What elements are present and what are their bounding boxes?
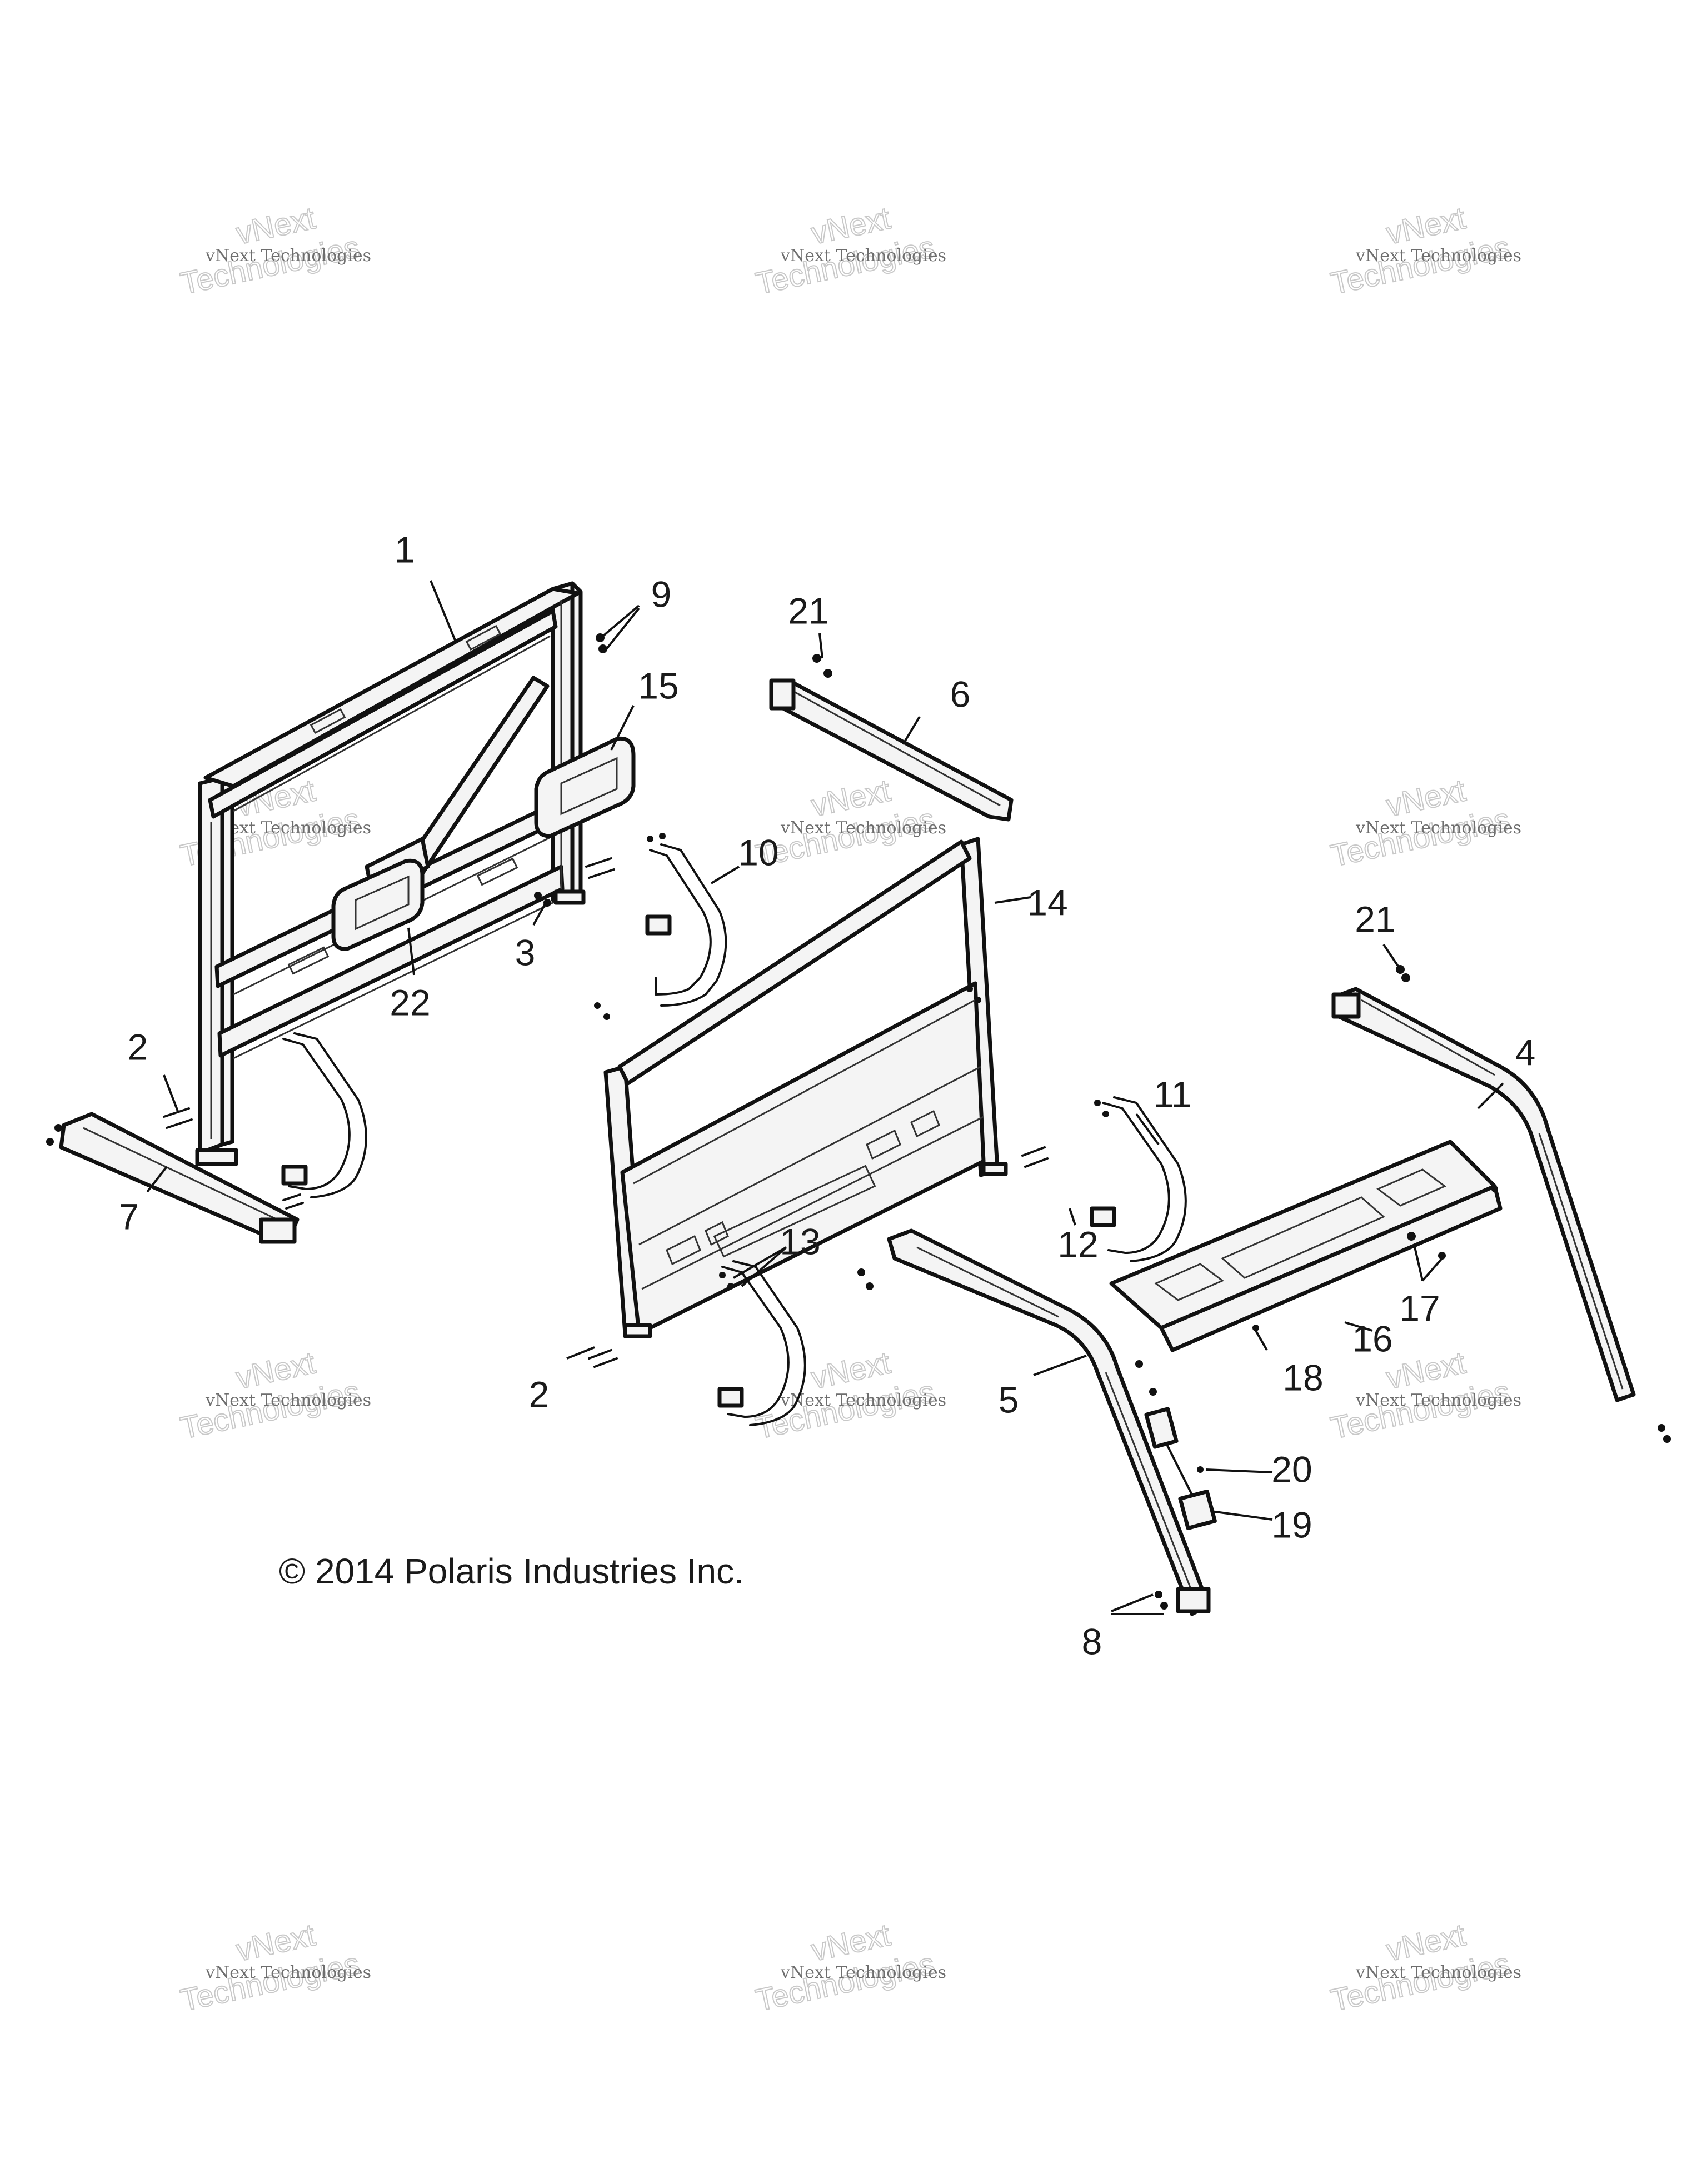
callout-12: 12 [1057, 1223, 1098, 1265]
watermark: vNext Technologies vNext Technologies [1327, 772, 1521, 873]
svg-text:vNext Technologies: vNext Technologies [780, 1963, 946, 1982]
callout-2: 2 [529, 1373, 550, 1415]
callout-16: 16 [1352, 1318, 1392, 1359]
part-5-rollbar [887, 1228, 1211, 1616]
callout-6: 6 [950, 673, 971, 714]
part-1-rear-frame [195, 581, 586, 1166]
callout-7: 7 [119, 1196, 139, 1237]
part-7-tube [59, 1112, 300, 1244]
svg-text:vNext Technologies: vNext Technologies [1355, 246, 1521, 266]
part-10-handle [645, 843, 727, 1007]
part-13-handle [717, 1260, 806, 1426]
part-6-crossbar [769, 678, 1014, 822]
callout-18: 18 [1282, 1357, 1323, 1398]
svg-text:vNext Technologies: vNext Technologies [1355, 1391, 1521, 1410]
watermark: vNext Technologies vNext Technologies [177, 1344, 371, 1446]
svg-text:vNext Technologies: vNext Technologies [1355, 818, 1521, 838]
svg-text:vNext Technologies: vNext Technologies [205, 1391, 371, 1410]
leader-lines [146, 580, 1504, 1615]
svg-text:vNext Technologies: vNext Technologies [780, 246, 946, 266]
callout-15: 15 [638, 665, 678, 706]
callout-17: 17 [1399, 1287, 1440, 1328]
callout-3: 3 [515, 932, 536, 973]
watermark: vNext Technologies vNext Technologies [752, 1916, 946, 2018]
callout-5: 5 [999, 1379, 1019, 1420]
watermark: vNext Technologies vNext Technologies [752, 199, 946, 301]
watermark: vNext Technologies vNext Technologies [1327, 1344, 1521, 1446]
svg-text:vNext Technologies: vNext Technologies [1355, 1963, 1521, 1982]
svg-text:vNext Technologies: vNext Technologies [780, 1391, 946, 1410]
callouts: 1 2 2 3 4 5 6 7 8 9 10 11 12 13 14 15 16… [119, 529, 1536, 1662]
callout-21: 21 [788, 590, 828, 631]
part-14-front-frame [603, 837, 1008, 1338]
copyright-notice: © 2014 Polaris Industries Inc. [279, 1551, 744, 1591]
callout-8: 8 [1082, 1621, 1102, 1662]
part-4-rollbar [1331, 987, 1636, 1402]
callout-20: 20 [1271, 1448, 1312, 1490]
svg-text:vNext Technologies: vNext Technologies [205, 1963, 371, 1982]
callout-14: 14 [1027, 882, 1067, 923]
callout-4: 4 [1515, 1032, 1536, 1073]
part-11-handle [1090, 1096, 1187, 1262]
part-handle-left [281, 1032, 367, 1198]
part-22-light [331, 858, 425, 951]
callout-13: 13 [780, 1221, 820, 1262]
part-16-panel [1109, 1140, 1503, 1352]
callout-11: 11 [1154, 1073, 1192, 1115]
watermark: vNext Technologies vNext Technologies [752, 772, 946, 873]
callout-2: 2 [128, 1026, 148, 1067]
svg-text:vNext Technologies: vNext Technologies [205, 246, 371, 266]
callout-22: 22 [390, 982, 430, 1023]
watermark: vNext Technologies vNext Technologies [177, 199, 371, 301]
svg-text:vNext Technologies: vNext Technologies [780, 818, 946, 838]
part-19-strut [1144, 1407, 1217, 1531]
watermark: vNext Technologies vNext Technologies [177, 1916, 371, 2018]
callout-1: 1 [395, 529, 415, 570]
part-15-light [534, 736, 636, 838]
callout-9: 9 [651, 573, 672, 614]
watermark: vNext Technologies vNext Technologies [1327, 1916, 1521, 2018]
callout-21: 21 [1355, 898, 1395, 939]
callout-19: 19 [1271, 1504, 1312, 1545]
callout-10: 10 [738, 832, 778, 873]
watermark: vNext Technologies vNext Technologies [1327, 199, 1521, 301]
